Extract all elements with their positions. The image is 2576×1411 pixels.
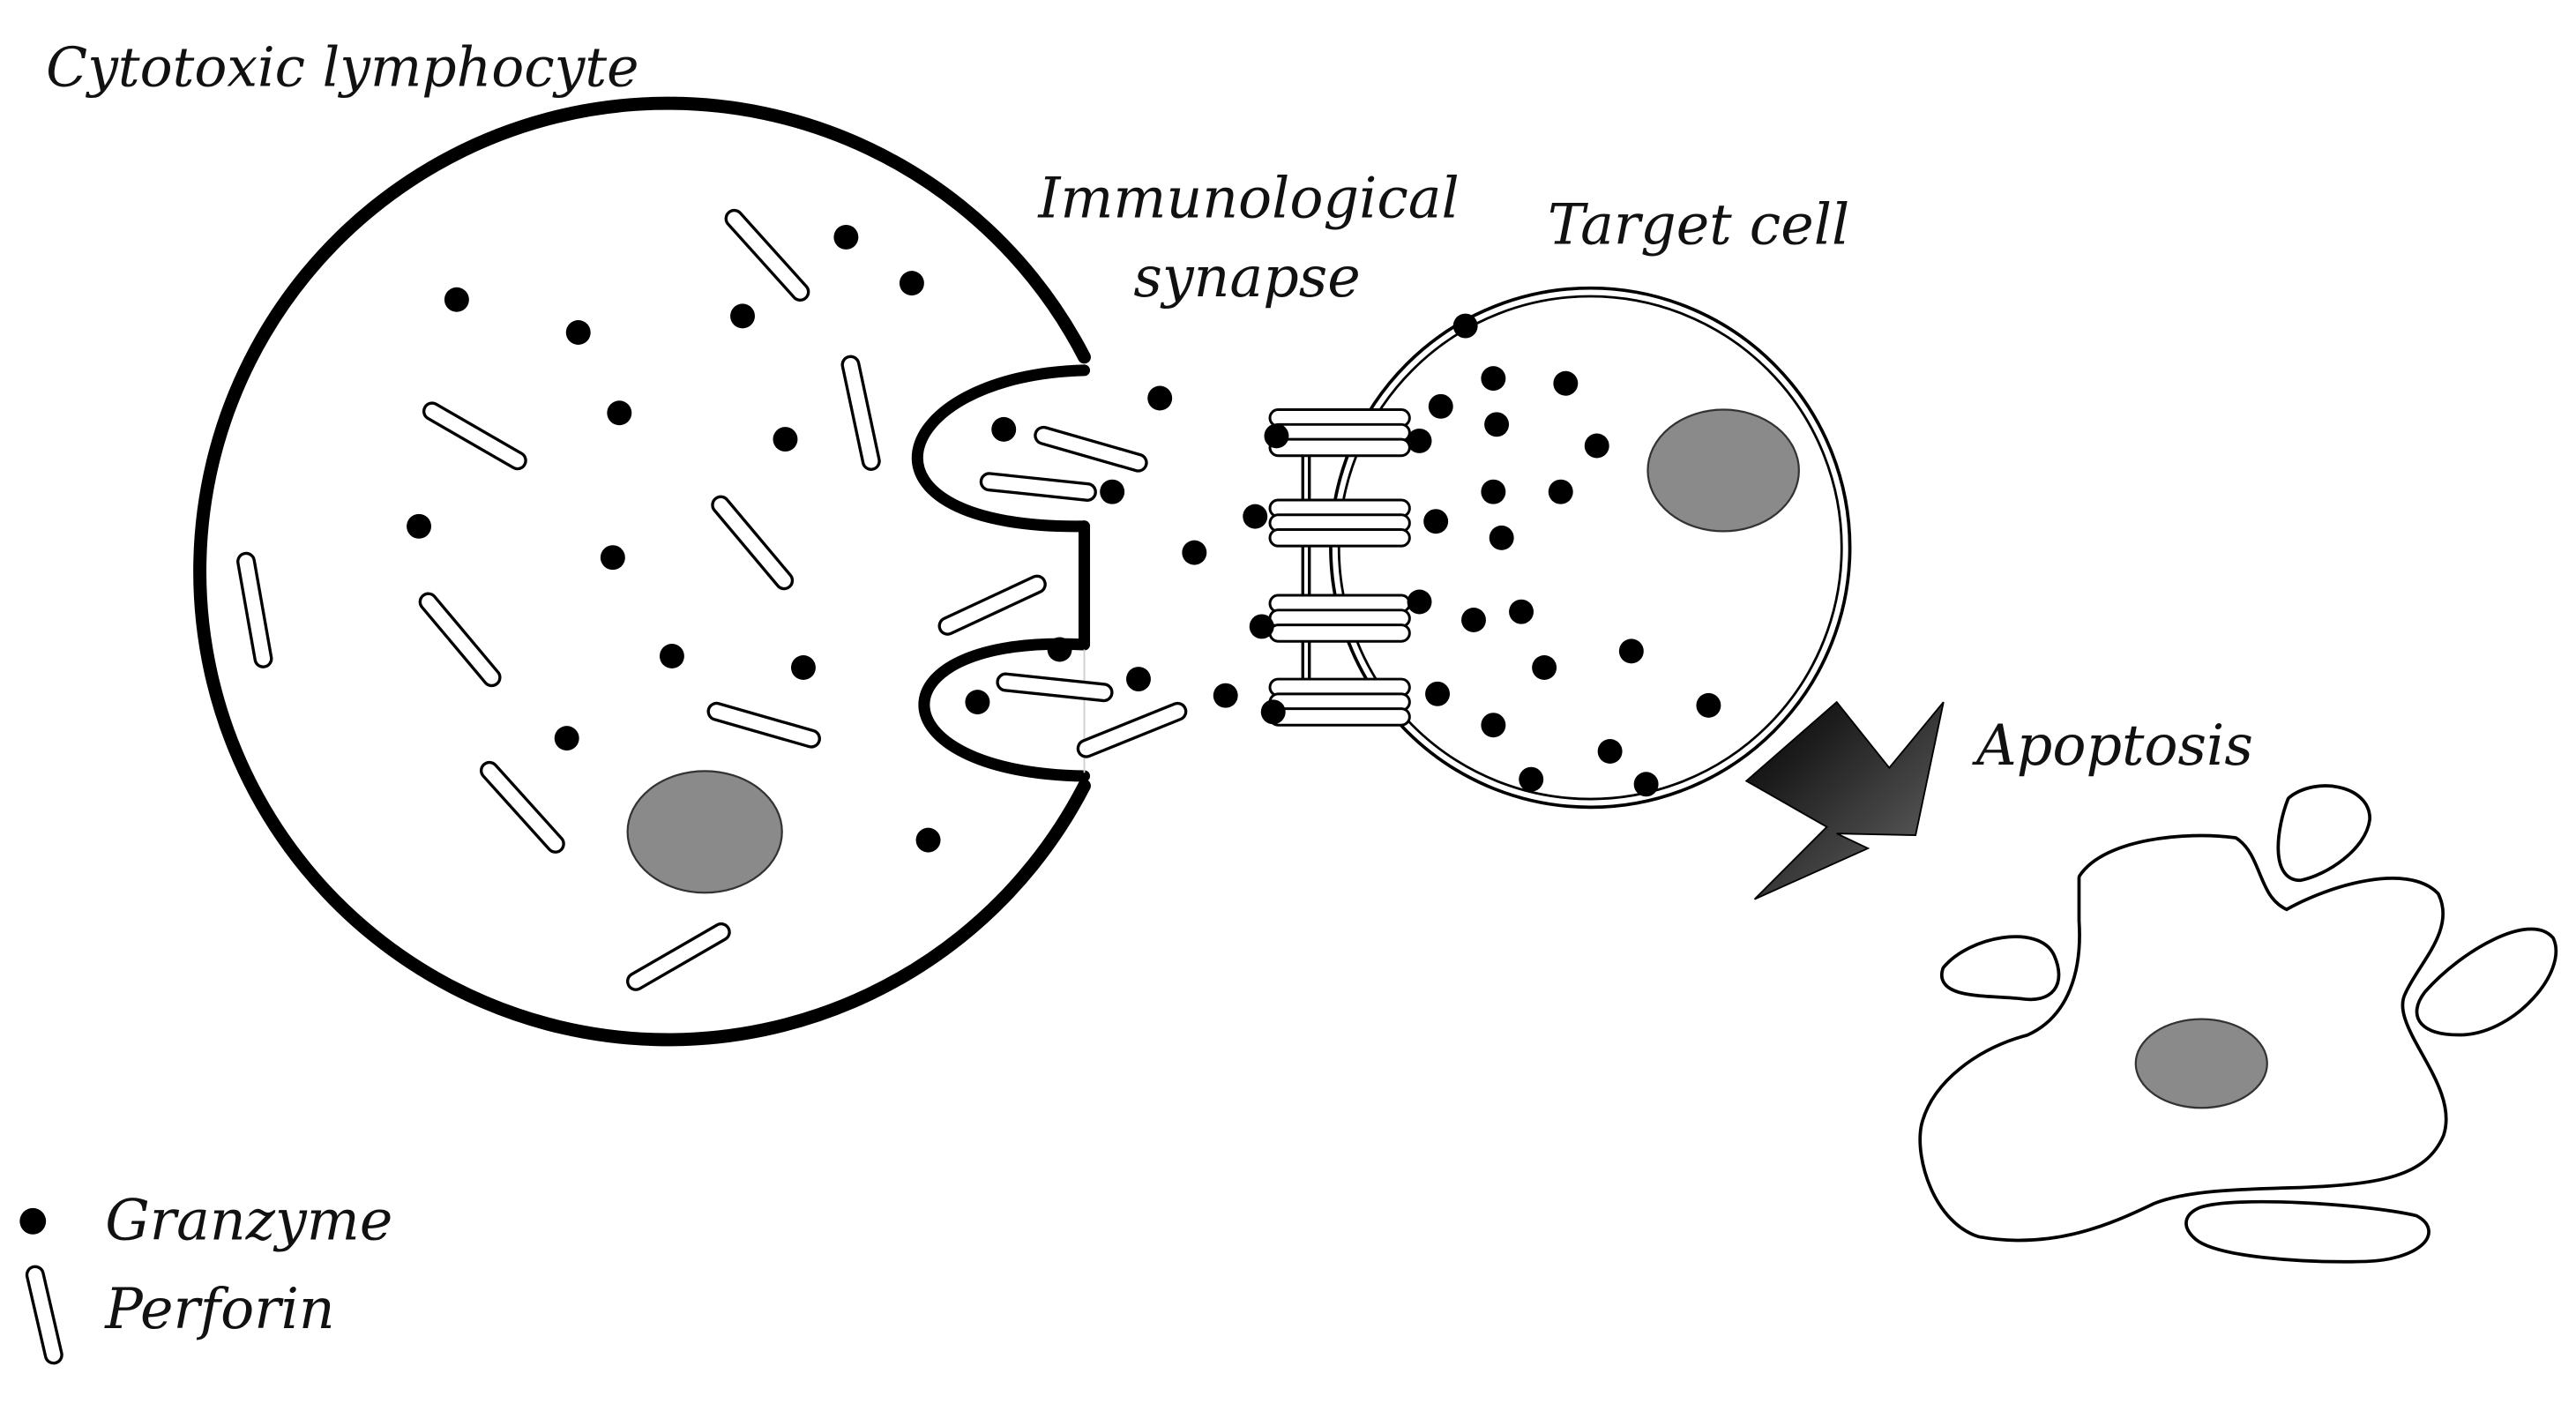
granzyme-dot: [1243, 504, 1268, 529]
perforin-rod: [840, 355, 881, 471]
apoptotic-body: [2276, 784, 2372, 883]
granzyme-dot: [1509, 599, 1534, 624]
granzyme-dot: [1047, 637, 1072, 662]
granzyme-dot: [1264, 423, 1289, 449]
perforin-rod: [979, 472, 1097, 502]
granzyme-dot: [1481, 366, 1506, 392]
granzyme-dot: [565, 320, 591, 345]
granzyme-dot: [607, 400, 632, 426]
apoptosis-arrow: [1744, 700, 1945, 900]
granzyme-dot: [915, 827, 941, 853]
granzyme-dot: [1423, 509, 1449, 534]
perforin-rod: [1076, 701, 1188, 758]
perforin-rod: [937, 574, 1047, 636]
granzyme-dot: [833, 224, 859, 250]
perforin-rod: [1034, 425, 1148, 473]
granzyme-dot: [1461, 608, 1486, 632]
granzyme-dot: [407, 513, 432, 539]
granzyme-dot: [965, 690, 990, 715]
perforin-pore: [1268, 677, 1411, 727]
granzyme-dot: [1484, 412, 1510, 437]
granzyme-dot: [1425, 681, 1450, 706]
granzyme-dot: [1428, 393, 1453, 419]
apoptotic-body: [1940, 935, 2061, 1002]
granzyme-dot: [773, 427, 798, 452]
apoptotic-body: [2184, 1199, 2430, 1264]
granzyme-dot: [444, 287, 469, 312]
granzyme-dot: [1532, 655, 1557, 680]
granzyme-dot: [1584, 433, 1609, 459]
perforin-pore: [1268, 594, 1411, 643]
perforin-rod: [724, 208, 810, 302]
granzyme-dot: [1618, 638, 1644, 664]
granzyme-dot: [1213, 683, 1238, 708]
granzyme-dot: [1147, 385, 1173, 411]
lymphocyte-invagination-lower: [918, 638, 1091, 782]
granzyme-dot: [1407, 589, 1432, 615]
lymphocyte-membrane: [193, 96, 1091, 1047]
lymphocyte-nucleus: [626, 770, 783, 894]
label-apoptosis: Apoptosis: [1972, 713, 2253, 778]
perforin-rod: [996, 672, 1114, 703]
granzyme-dot: [1696, 692, 1721, 718]
granzyme-dot: [1481, 713, 1506, 738]
granzyme-dot: [1489, 525, 1514, 550]
legend-perforin-label: Perforin: [104, 1276, 334, 1341]
legend-granzyme-label: Granzyme: [105, 1187, 392, 1252]
granzyme-dot: [1249, 614, 1274, 639]
granzyme-dot: [1597, 739, 1623, 764]
legend: Granzyme Perforin: [19, 1187, 392, 1365]
granzyme-dot: [1407, 428, 1432, 453]
granzyme-dot: [1553, 370, 1579, 396]
legend-granzyme-icon: [19, 1207, 47, 1235]
granzyme-dot: [600, 545, 625, 571]
lymphocyte-invagination-upper: [911, 364, 1091, 533]
granzyme-dot: [554, 726, 579, 751]
label-cytotoxic-lymphocyte: Cytotoxic lymphocyte: [46, 37, 638, 100]
apoptotic-cell-nucleus: [2134, 1018, 2268, 1109]
granzyme-dot: [1519, 766, 1544, 792]
perforin-rod: [625, 922, 731, 991]
granzyme-dot: [1548, 479, 1573, 504]
perforin-rod: [418, 592, 502, 688]
granzyme-dot: [1633, 772, 1659, 797]
granzyme-dot: [659, 644, 684, 668]
label-synapse: synapse: [1133, 244, 1360, 310]
perforin-rod: [480, 760, 565, 854]
granzyme-dot: [899, 271, 924, 296]
perforin-rod: [422, 401, 527, 471]
granzyme-dot: [1100, 479, 1125, 504]
granzyme-dot: [1452, 313, 1478, 339]
apoptotic-body: [2415, 927, 2557, 1037]
perforin-pore: [1268, 498, 1411, 548]
granzyme-dot: [1182, 540, 1207, 565]
target-cell-membrane-outer: [1329, 286, 1852, 810]
perforin-pore: [1268, 408, 1411, 458]
granzyme-dot: [1126, 667, 1151, 692]
granzyme-dot: [730, 303, 755, 329]
perforin-rod: [706, 701, 821, 749]
perforin-rod: [711, 495, 795, 591]
granzyme-dot: [1481, 479, 1506, 504]
label-immunological: Immunological: [1037, 166, 1459, 231]
granzyme-dot: [1260, 699, 1286, 725]
target-cell-nucleus: [1646, 408, 1800, 533]
granzyme-dot: [790, 655, 816, 680]
label-target-cell: Target cell: [1548, 191, 1849, 257]
perforin-rod: [236, 551, 273, 668]
target-cell-membrane-inner: [1337, 295, 1843, 801]
granzyme-dot: [991, 416, 1017, 442]
legend-perforin-icon: [25, 1265, 63, 1365]
